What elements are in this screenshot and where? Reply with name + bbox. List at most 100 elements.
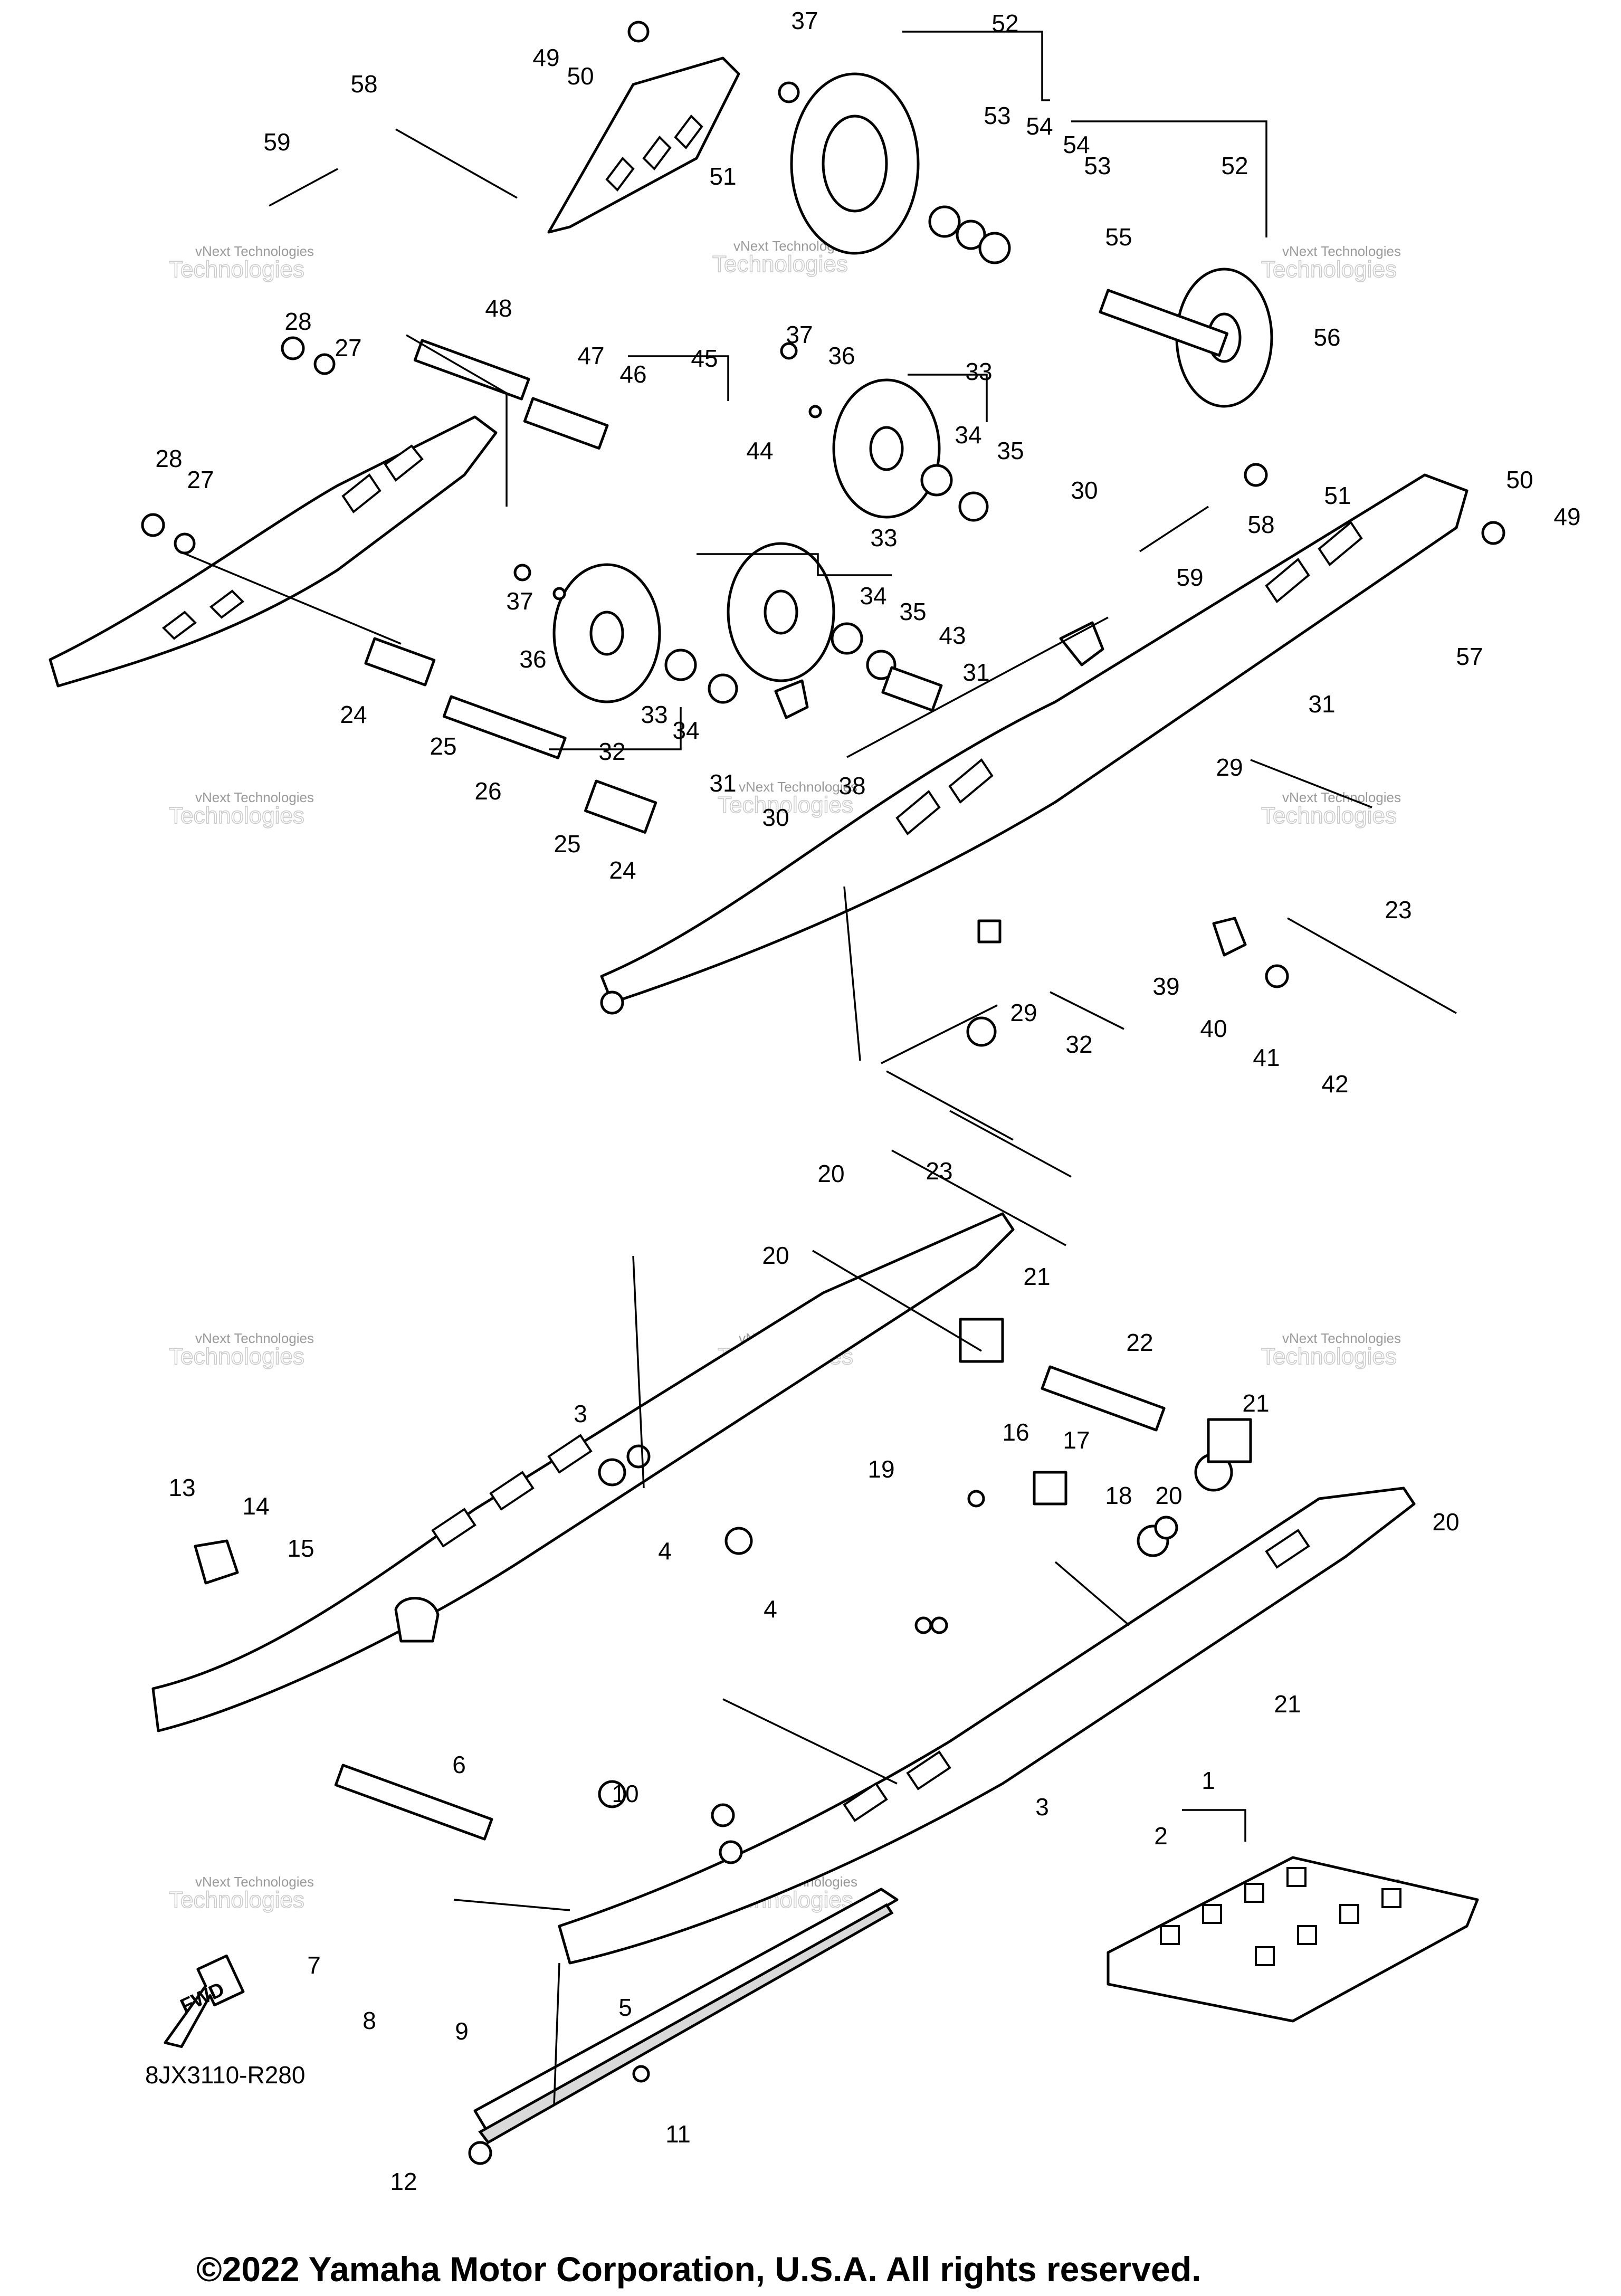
callout-35: 34 [672, 717, 699, 744]
callout-27: 27 [187, 466, 214, 493]
callout-49: 49 [532, 44, 559, 71]
callout-53: 53 [1084, 152, 1111, 179]
watermark-text: Technologies [1261, 803, 1397, 828]
callout-34: 34 [860, 582, 886, 609]
callout-31: 31 [962, 659, 989, 686]
callout-25: 25 [430, 732, 456, 760]
callout-51: 51 [1324, 482, 1351, 509]
callout-46: 46 [619, 360, 646, 388]
callout-50: 50 [567, 62, 594, 90]
callout-32: 31 [1308, 690, 1335, 718]
callout-49: 49 [1553, 503, 1580, 530]
callout-58: 58 [1247, 511, 1274, 538]
callout-3: 3 [1035, 1793, 1049, 1821]
callout-59: 59 [263, 128, 290, 156]
fwd-arrow-icon: FWD [164, 1954, 245, 2048]
callout-52: 52 [991, 9, 1018, 37]
callout-41: 41 [1253, 1044, 1280, 1071]
callout-15: 15 [287, 1535, 314, 1562]
callout-22: 22 [1126, 1329, 1153, 1356]
watermark-text: vNext Technologies [1282, 243, 1401, 259]
callout-51: 51 [709, 163, 736, 190]
watermark-text: vNext Technologies [195, 789, 314, 805]
callout-17: 17 [1063, 1426, 1090, 1454]
callout-56: 56 [1313, 323, 1340, 351]
leader-lines [179, 31, 1267, 2106]
callout-16: 16 [1002, 1418, 1029, 1446]
callouts: 49 50 37 52 58 59 51 53 54 54 53 52 55 5… [155, 7, 1580, 2195]
rail-right [558, 1487, 1416, 1965]
callout-30: 30 [762, 804, 789, 831]
callout-50: 50 [1506, 466, 1533, 493]
callout-33: 33 [965, 358, 992, 385]
callout-6: 6 [452, 1751, 466, 1778]
callout-31: 31 [709, 769, 736, 797]
small-parts [141, 21, 1505, 2165]
callout-8: 8 [363, 2007, 376, 2034]
callout-34: 33 [641, 701, 668, 728]
watermark-text: Technologies [712, 251, 848, 277]
callout-30: 30 [1071, 477, 1098, 504]
slide-rail [473, 1888, 899, 2145]
callout-55: 55 [1105, 223, 1132, 251]
callout-36: 36 [519, 645, 546, 673]
watermark-text: Technologies [1261, 256, 1397, 282]
callout-24: 24 [609, 856, 636, 884]
copyright-notice: ©2022 Yamaha Motor Corporation, U.S.A. A… [196, 2250, 1202, 2289]
callout-52: 52 [1221, 152, 1248, 179]
callout-11: 11 [665, 2120, 691, 2148]
watermark-text: Technologies [718, 792, 853, 818]
callout-5: 5 [618, 1994, 632, 2021]
callout-7: 7 [307, 1951, 321, 1979]
watermark-text: vNext Technologies [195, 243, 314, 259]
callout-38: 38 [838, 772, 865, 799]
callout-35: 35 [899, 598, 926, 625]
callout-58: 58 [350, 70, 377, 98]
watermark-text: Technologies [169, 1344, 304, 1369]
callout-36: 36 [828, 342, 855, 369]
callout-18: 18 [1105, 1482, 1132, 1509]
callout-54: 54 [1026, 112, 1053, 140]
callout-9: 9 [455, 2017, 469, 2045]
watermark-text: Technologies [1261, 1344, 1397, 1369]
callout-35: 35 [997, 437, 1024, 464]
rail-left [151, 1212, 1015, 1732]
upper-plate-left [49, 415, 498, 688]
watermark-text: vNext Technologies [739, 779, 857, 795]
callout-53: 53 [984, 102, 1010, 129]
callout-20: 20 [1432, 1508, 1459, 1536]
diagram-code: 8JX3110-R280 [145, 2061, 306, 2089]
callout-1: 1 [1202, 1767, 1215, 1794]
callout-12: 12 [390, 2168, 417, 2195]
callout-28: 28 [284, 308, 311, 335]
callout-43: 43 [939, 622, 966, 649]
callout-54: 54 [1063, 131, 1090, 158]
callout-10: 10 [612, 1780, 638, 1807]
watermark-text: Technologies [169, 1887, 304, 1913]
callout-37: 37 [506, 587, 533, 615]
watermark-text: vNext Technologies [195, 1330, 314, 1346]
callout-45: 45 [691, 345, 718, 372]
callout-20: 20 [817, 1160, 844, 1187]
callout-20: 20 [762, 1242, 789, 1269]
idler-wheel-33-middle [727, 542, 835, 682]
callout-29: 29 [1010, 999, 1037, 1026]
callout-20: 21 [1274, 1690, 1301, 1718]
watermark-text: Technologies [169, 803, 304, 828]
callout-4: 4 [764, 1595, 777, 1623]
callout-26: 26 [474, 777, 501, 805]
callout-13: 13 [168, 1474, 195, 1501]
callout-33: 33 [870, 524, 897, 551]
callout-19: 19 [867, 1455, 894, 1483]
callout-29: 29 [1216, 754, 1243, 781]
callout-37: 37 [786, 321, 813, 348]
callout-3: 3 [574, 1400, 587, 1427]
idler-wheel-33-lower [552, 563, 661, 703]
callout-57: 57 [1456, 643, 1483, 670]
shafts-bolts [194, 168, 1457, 1841]
callout-14: 14 [242, 1492, 269, 1520]
callout-23: 23 [1385, 896, 1412, 923]
callout-4: 4 [658, 1537, 672, 1565]
watermark-text: vNext Technologies [195, 1874, 314, 1890]
